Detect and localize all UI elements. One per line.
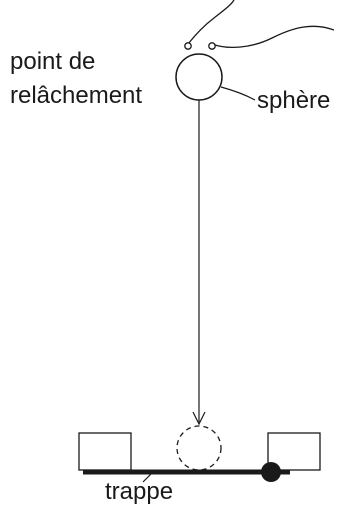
release-clamp-left	[184, 42, 192, 50]
trap-door-hinge	[261, 462, 281, 482]
trap-door-label: trappe	[105, 478, 174, 505]
sphere-label: sphère	[257, 87, 331, 114]
release-point-label-line1: point de	[10, 48, 96, 75]
right-support-block	[267, 432, 321, 471]
release-wire-left	[187, 0, 235, 45]
left-support-block	[78, 432, 132, 471]
trap-leader-line	[142, 472, 153, 483]
release-wire-right	[211, 25, 335, 49]
fall-arrow-head	[192, 411, 206, 426]
sphere	[175, 53, 223, 101]
release-point-label-line2: relâchement	[10, 82, 143, 109]
sphere-final-position	[176, 425, 222, 471]
sphere-leader-line	[220, 86, 256, 101]
release-clamp-right	[208, 42, 216, 50]
